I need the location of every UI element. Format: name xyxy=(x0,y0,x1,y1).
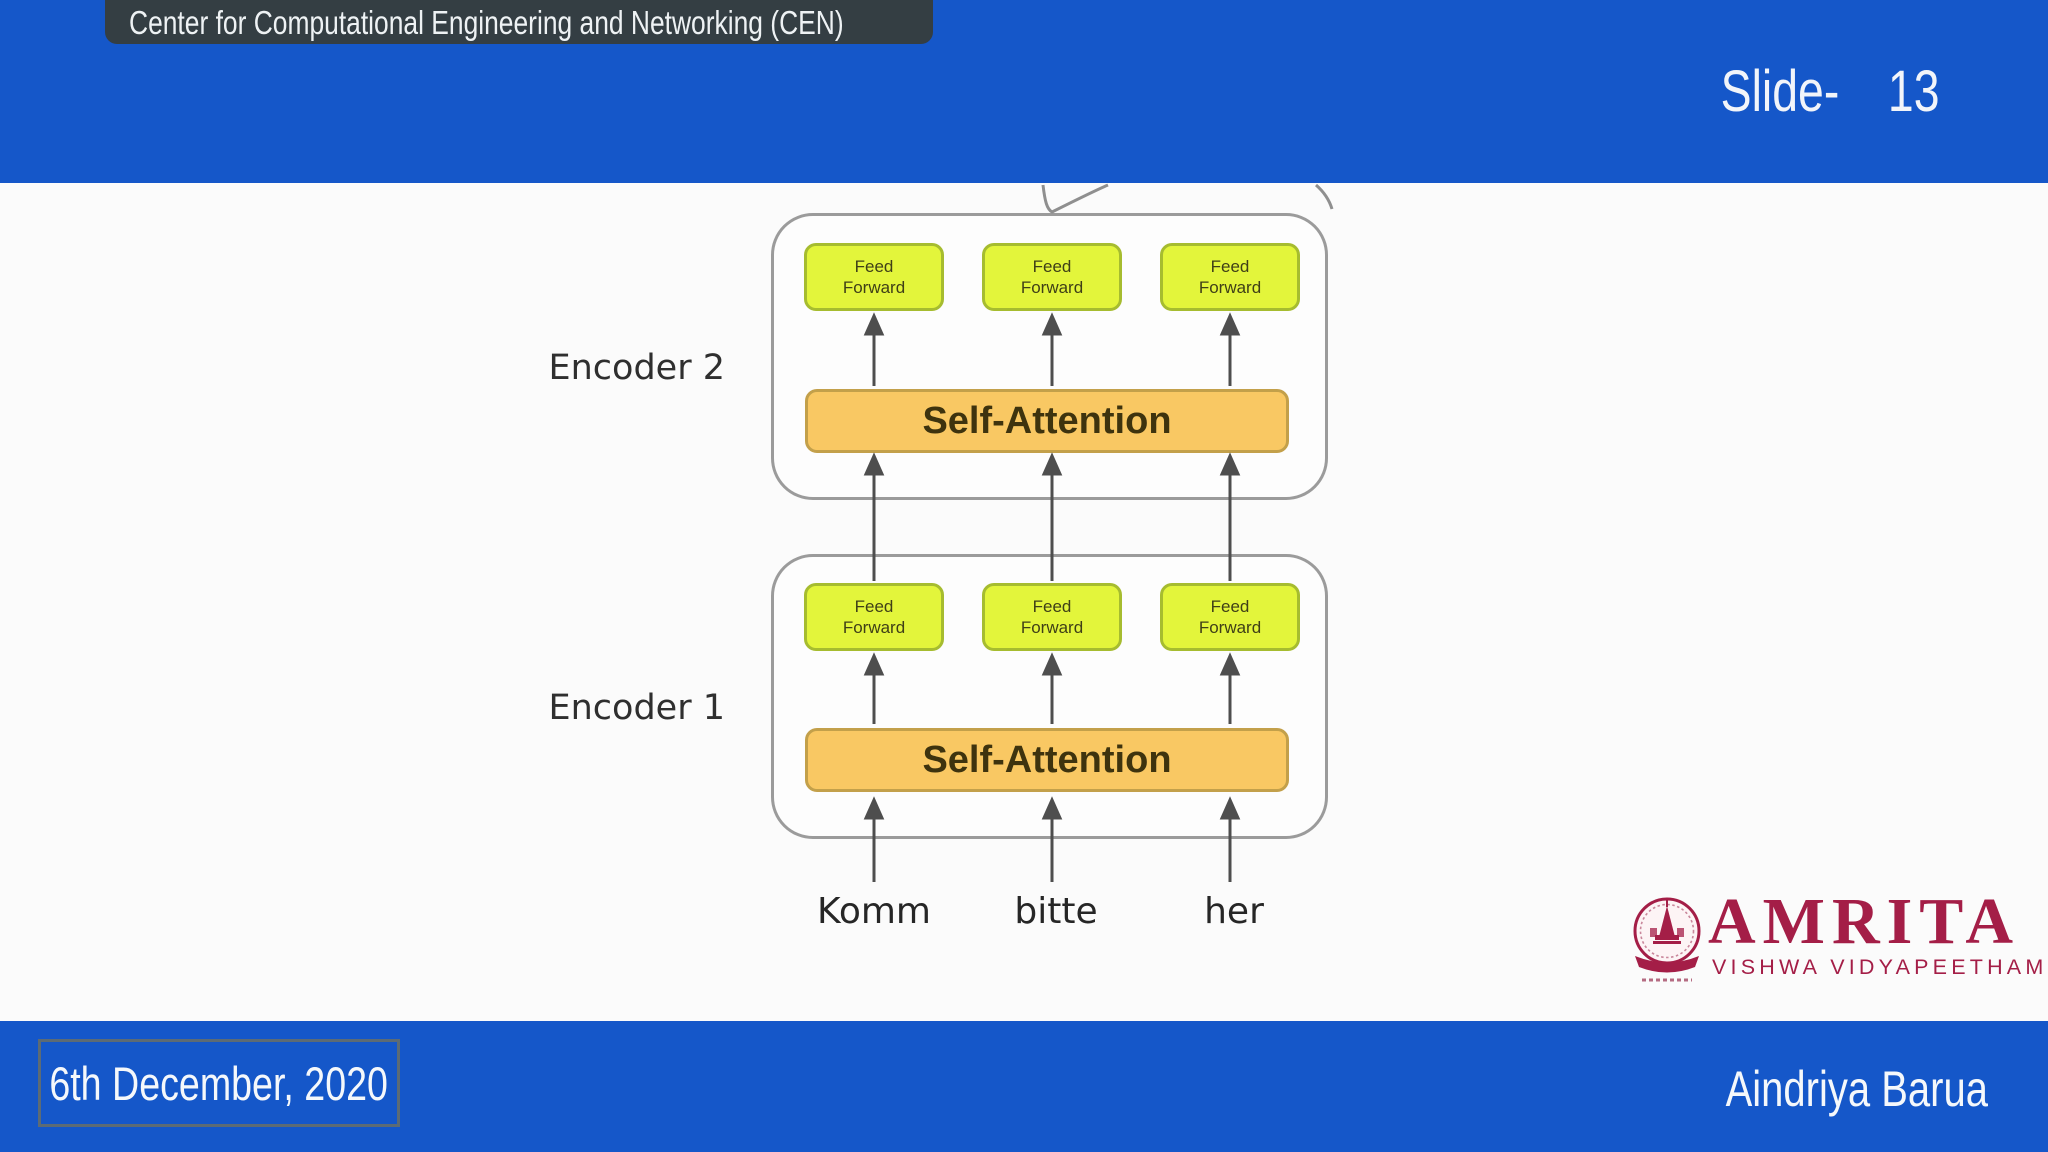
slide-number: 13 xyxy=(1888,59,1940,124)
author-name: Aindriya Barua xyxy=(1660,1060,1988,1118)
feed-forward-box: Feed Forward xyxy=(982,243,1122,311)
self-attention-label: Self-Attention xyxy=(922,738,1172,781)
feed-forward-line1: Feed xyxy=(1210,596,1250,616)
feed-forward-line2: Forward xyxy=(1020,278,1084,297)
self-attention-box: Self-Attention xyxy=(805,728,1289,792)
feed-forward-line1: Feed xyxy=(1210,256,1250,276)
feed-forward-line1: Feed xyxy=(1032,256,1072,276)
author-label: Aindriya Barua xyxy=(1725,1061,1988,1117)
feed-forward-box: Feed Forward xyxy=(1160,583,1300,651)
amrita-emblem-icon xyxy=(1633,897,1701,982)
date-label: 6th December, 2020 xyxy=(49,1056,389,1110)
input-word: bitte xyxy=(1014,891,1098,932)
feed-forward-line1: Feed xyxy=(1032,596,1072,616)
feed-forward-line1: Feed xyxy=(854,596,894,616)
encoder-1-label: Encoder 1 xyxy=(548,688,726,728)
amrita-logo-subtitle: VISHWA VIDYAPEETHAM xyxy=(1712,955,2048,979)
feed-forward-line2: Forward xyxy=(1198,618,1262,637)
date-box: 6th December, 2020 xyxy=(38,1039,400,1127)
input-word: Komm xyxy=(817,891,931,932)
input-word: her xyxy=(1204,891,1264,932)
self-attention-box: Self-Attention xyxy=(805,389,1289,453)
feed-forward-box: Feed Forward xyxy=(804,243,944,311)
feed-forward-line2: Forward xyxy=(842,618,906,637)
amrita-logo-title: AMRITA xyxy=(1708,885,2021,958)
self-attention-label: Self-Attention xyxy=(922,399,1172,442)
feed-forward-line2: Forward xyxy=(1198,278,1262,297)
feed-forward-box: Feed Forward xyxy=(1160,243,1300,311)
amrita-logo: AMRITA VISHWA VIDYAPEETHAM xyxy=(1628,889,2043,985)
footer-band xyxy=(0,1021,2048,1152)
feed-forward-line1: Feed xyxy=(854,256,894,276)
feed-forward-line2: Forward xyxy=(842,278,906,297)
department-badge: Center for Computational Engineering and… xyxy=(105,0,933,44)
cropped-arrow-curve xyxy=(1041,183,1334,214)
slide-number-group: Slide- 13 xyxy=(1691,58,1940,125)
slide-label: Slide- xyxy=(1720,59,1840,124)
encoder-2-label: Encoder 2 xyxy=(548,348,726,388)
feed-forward-box: Feed Forward xyxy=(804,583,944,651)
department-badge-label: Center for Computational Engineering and… xyxy=(129,4,844,41)
feed-forward-line2: Forward xyxy=(1020,618,1084,637)
feed-forward-box: Feed Forward xyxy=(982,583,1122,651)
